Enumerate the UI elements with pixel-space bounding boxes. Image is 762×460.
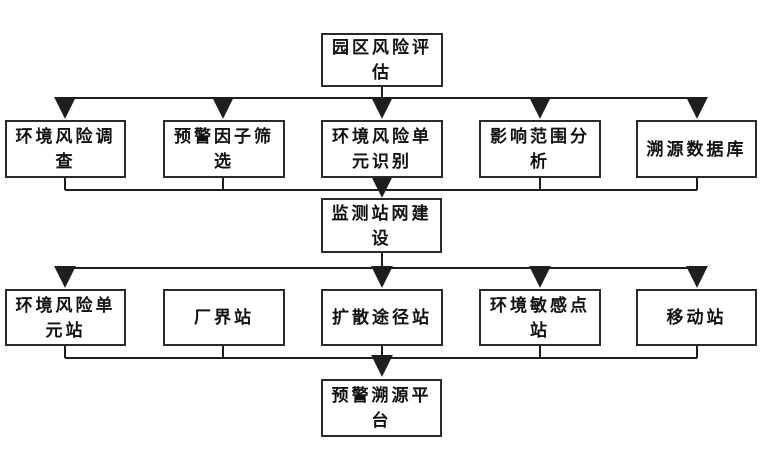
node-label: 析 [530, 152, 550, 171]
node-label: 站 [530, 320, 550, 340]
node-label: 查 [55, 152, 76, 171]
node-label: 选 [214, 152, 234, 171]
node-label: 环境敏感点 [490, 295, 590, 315]
node-warning-traceability-platform: 预警溯源平 台 [321, 379, 442, 437]
node-env-risk-unit-identification: 环境风险单 元识别 [321, 120, 443, 178]
node-label: 环境风险调 [15, 127, 116, 146]
node-label: 环境风险单 [332, 127, 432, 146]
node-label: 元站 [45, 320, 86, 340]
node-monitoring-station-network: 监测站网建 设 [321, 198, 442, 253]
node-label: 溯源数据库 [646, 139, 747, 159]
node-label: 设 [371, 228, 392, 248]
node-traceability-database: 溯源数据库 [636, 120, 757, 178]
node-label: 厂界站 [194, 308, 254, 327]
node-mobile-station: 移动站 [636, 289, 757, 346]
node-label: 预警因子筛 [174, 127, 274, 146]
node-diffusion-path-station: 扩散途径站 [321, 289, 443, 346]
node-label: 元识别 [352, 152, 412, 171]
node-label: 影响范围分 [490, 127, 590, 146]
node-env-risk-survey: 环境风险调 查 [5, 120, 126, 178]
node-label: 环境风险单 [15, 295, 116, 315]
node-env-risk-unit-station: 环境风险单 元站 [5, 289, 126, 346]
node-label: 台 [371, 411, 392, 430]
node-label: 园区风险评 [332, 38, 432, 57]
node-env-sensitive-point-station: 环境敏感点 站 [479, 289, 601, 346]
node-label: 扩散途径站 [332, 308, 432, 327]
node-label: 监测站网建 [331, 203, 432, 223]
node-warning-factor-screening: 预警因子筛 选 [163, 120, 285, 178]
node-factory-boundary-station: 厂界站 [163, 289, 285, 346]
node-park-risk-assessment: 园区风险评 估 [321, 33, 443, 87]
wire-arrows [54, 96, 708, 377]
node-impact-scope-analysis: 影响范围分 析 [479, 120, 601, 178]
node-label: 移动站 [666, 308, 727, 327]
node-label: 估 [372, 63, 392, 82]
node-label: 预警溯源平 [331, 386, 432, 405]
